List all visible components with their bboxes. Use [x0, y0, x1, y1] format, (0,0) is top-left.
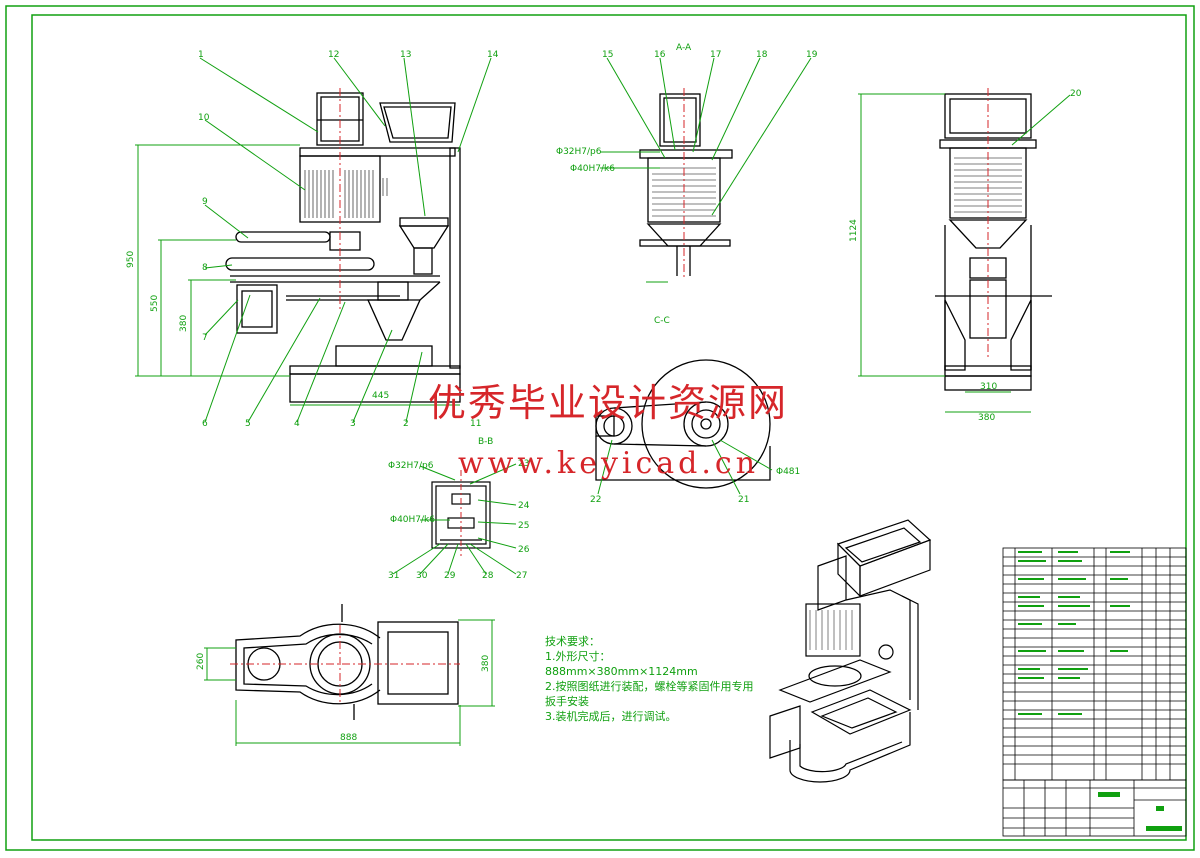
- dim-side-outer: 380: [978, 413, 995, 423]
- watermark-title: 优秀毕业设计资源网: [428, 381, 789, 425]
- dim-plan-width: 888: [340, 733, 357, 743]
- balloon-12: 12: [328, 50, 339, 60]
- side-dims: [858, 93, 1071, 413]
- plan-dims: [204, 619, 495, 746]
- balloon-26: 26: [518, 545, 530, 555]
- balloon-28: 28: [482, 571, 494, 581]
- balloon-17: 17: [710, 50, 721, 60]
- dim-pulley-dia: Φ481: [776, 467, 800, 477]
- balloon-24: 24: [518, 501, 530, 511]
- title-block: [1002, 779, 1187, 837]
- balloon-15: 15: [602, 50, 613, 60]
- balloon-23: 23: [518, 459, 529, 469]
- section-a-leaders: [600, 57, 812, 283]
- balloon-10: 10: [198, 113, 210, 123]
- balloon-9: 9: [202, 197, 208, 207]
- fit-note-b2: Φ40H7/k6: [390, 515, 435, 525]
- section-label-c: C-C: [654, 316, 670, 326]
- tech-req-item-1: 1.外形尺寸：888mm×380mm×1124mm: [545, 650, 698, 678]
- balloon-18: 18: [756, 50, 768, 60]
- balloon-29: 29: [444, 571, 456, 581]
- balloon-13: 13: [400, 50, 411, 60]
- balloon-30: 30: [416, 571, 428, 581]
- section-b-leaders: [392, 463, 517, 575]
- balloon-2: 2: [403, 419, 409, 429]
- balloon-11: 11: [470, 419, 481, 429]
- dim-plan-small: 260: [196, 653, 206, 670]
- fit-note-b1: Φ32H7/p6: [388, 461, 434, 471]
- fit-note-a2: Φ40H7/k6: [570, 164, 615, 174]
- section-label-b: B-B: [478, 437, 493, 447]
- section-c-leaders: [597, 439, 773, 495]
- balloon-22: 22: [590, 495, 601, 505]
- dim-side-height: 1124: [849, 219, 859, 242]
- balloon-3: 3: [350, 419, 356, 429]
- tech-req-item-3: 3.装机完成后，进行调试。: [545, 710, 677, 723]
- title-block-fills: [1098, 792, 1182, 831]
- balloon-31: 31: [388, 571, 399, 581]
- side-view: [935, 88, 1052, 391]
- tech-req-heading: 技术要求：: [545, 635, 600, 648]
- section-c-view: [595, 359, 771, 489]
- dim-side-inner: 310: [980, 382, 997, 392]
- balloon-7: 7: [202, 333, 208, 343]
- section-label-a: A-A: [676, 43, 692, 53]
- balloon-21: 21: [738, 495, 749, 505]
- balloon-27: 27: [516, 571, 527, 581]
- balloon-5: 5: [245, 419, 251, 429]
- dim-plan-depth: 380: [481, 655, 491, 672]
- technical-requirements: 技术要求： 1.外形尺寸：888mm×380mm×1124mm 2.按照图纸进行…: [545, 634, 760, 724]
- section-a-view: [639, 88, 733, 280]
- balloon-14: 14: [487, 50, 499, 60]
- watermark-url: www.keyicad.cn: [458, 446, 760, 481]
- balloon-1: 1: [198, 50, 204, 60]
- front-dims: [135, 57, 492, 423]
- isometric-view: [769, 519, 932, 783]
- balloon-6: 6: [202, 419, 208, 429]
- section-b-view: [431, 470, 491, 556]
- parts-list: [1002, 547, 1187, 781]
- dim-front-mid: 550: [150, 295, 160, 312]
- dim-front-height: 950: [126, 251, 136, 268]
- tech-req-item-2: 2.按照图纸进行装配，螺栓等紧固件用专用扳手安装: [545, 680, 754, 708]
- plan-centerlines: [230, 625, 460, 705]
- fit-note-a1: Φ32H7/p6: [556, 147, 602, 157]
- dim-front-base: 445: [372, 391, 389, 401]
- dim-front-low: 380: [179, 315, 189, 332]
- balloon-19: 19: [806, 50, 818, 60]
- balloon-8: 8: [202, 263, 208, 273]
- front-view: [225, 88, 461, 403]
- balloon-20: 20: [1070, 89, 1082, 99]
- balloon-16: 16: [654, 50, 666, 60]
- inner-border: [31, 14, 1187, 841]
- balloon-25: 25: [518, 521, 529, 531]
- plan-view: [235, 604, 459, 720]
- outer-border: [5, 5, 1195, 851]
- parts-list-entries: [1018, 551, 1130, 715]
- balloon-4: 4: [294, 419, 300, 429]
